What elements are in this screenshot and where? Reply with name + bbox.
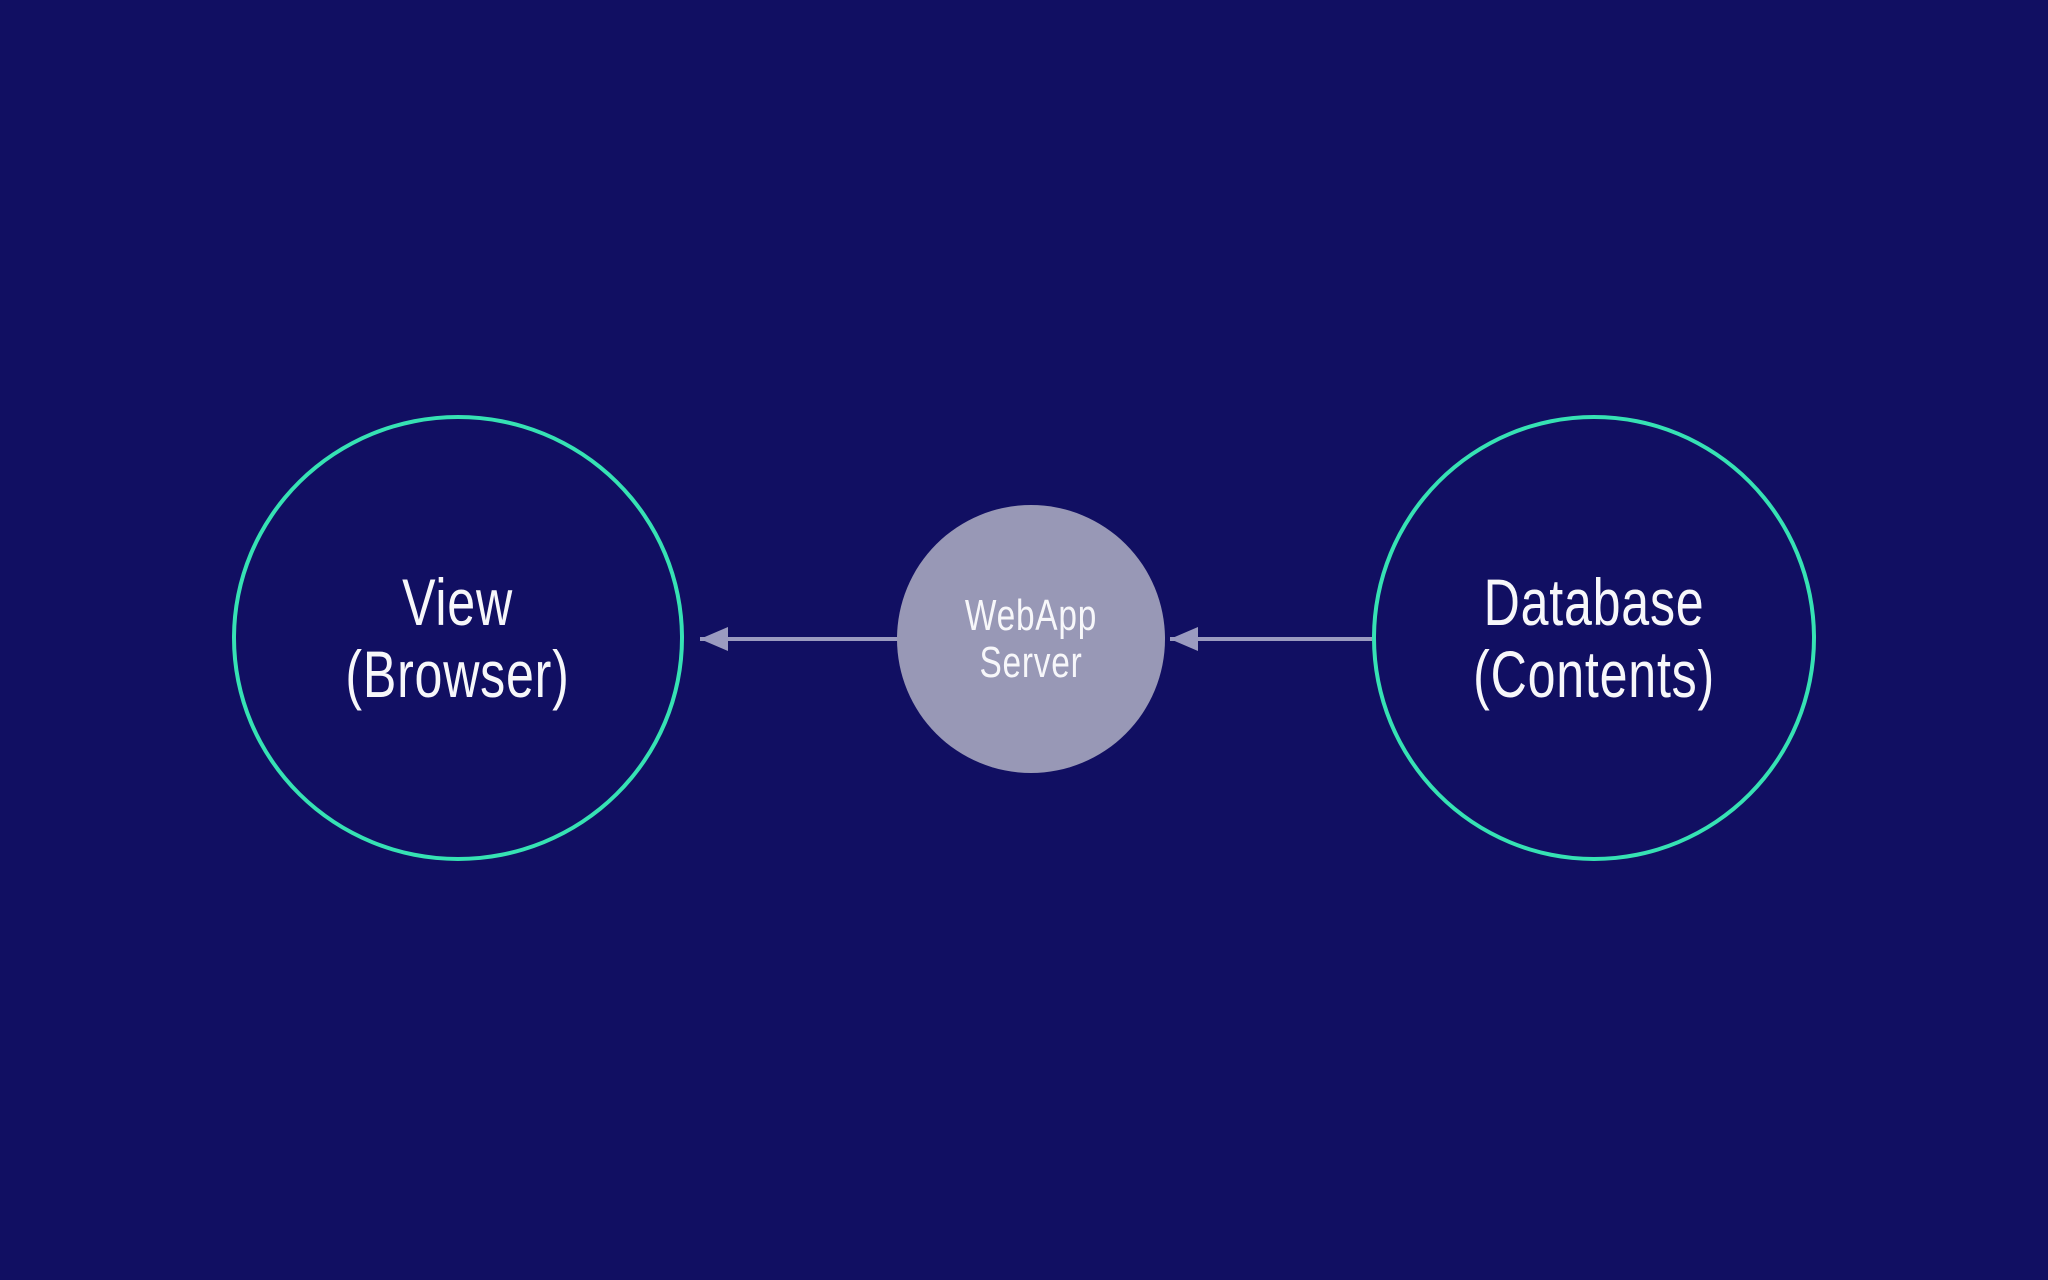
webapp-server-node-label-line2: Server [979, 638, 1083, 687]
webapp-server-node: WebApp Server [897, 505, 1165, 773]
database-node-label: Database (Contents) [1473, 566, 1715, 710]
view-node-label: View (Browser) [346, 566, 570, 710]
view-node-label-line2: (Browser) [345, 637, 571, 711]
view-node-label-line1: View [402, 565, 514, 639]
database-node-label-line1: Database [1483, 565, 1705, 639]
view-node: View (Browser) [232, 415, 684, 861]
webapp-server-node-label: WebApp Server [965, 592, 1097, 686]
database-node: Database (Contents) [1372, 415, 1816, 861]
database-node-label-line2: (Contents) [1473, 637, 1715, 711]
webapp-server-node-label-line1: WebApp [964, 591, 1098, 640]
